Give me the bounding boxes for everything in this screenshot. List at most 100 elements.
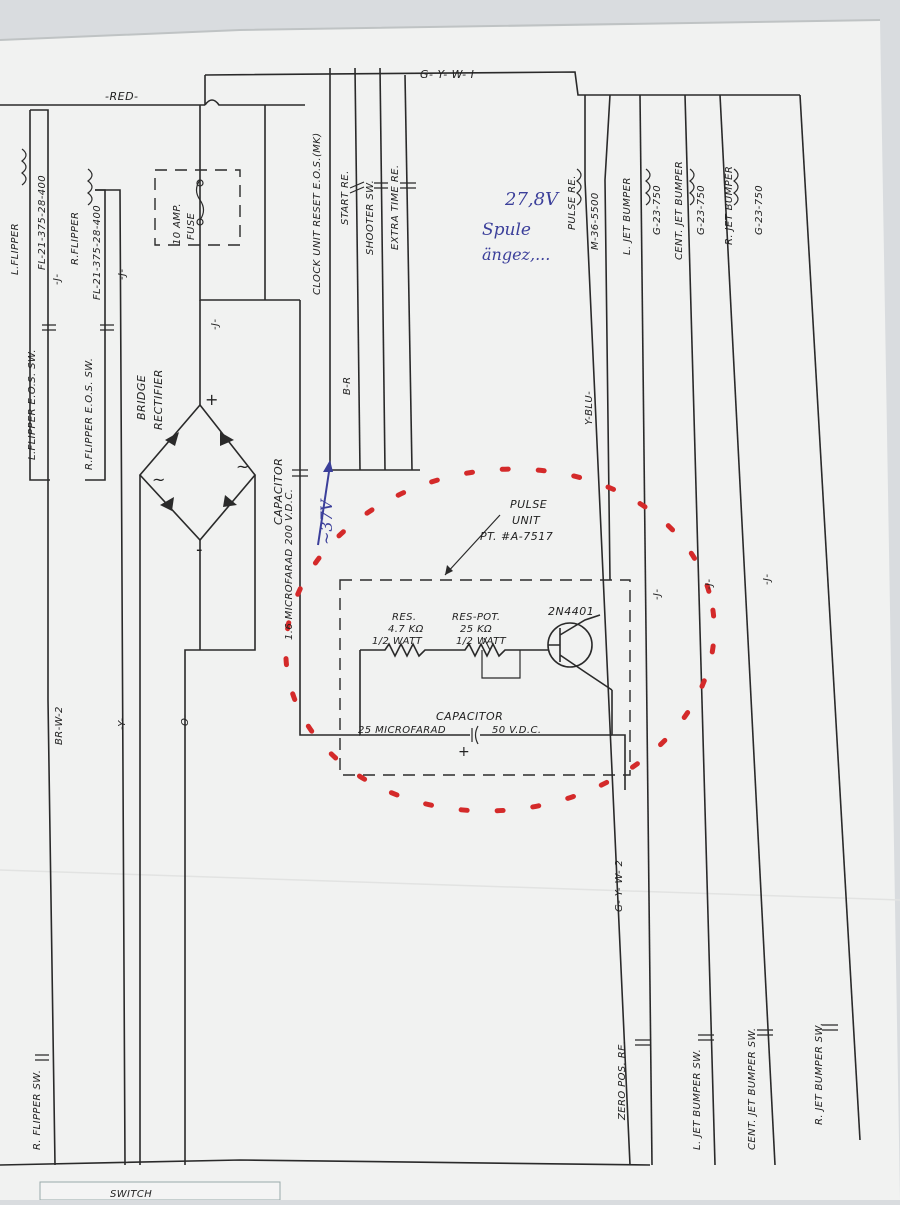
r-jet-sw-contact: [822, 1024, 838, 1031]
l-flipper-wire: [29, 110, 50, 481]
o-label: -O-: [180, 714, 191, 730]
r-flipper-sw-contact: [35, 1054, 49, 1061]
paper: [0, 20, 900, 1200]
pulse-unit-leader: [444, 514, 501, 576]
extra-time-contact: [400, 182, 416, 189]
zero-pos-label: ZERO POS. RE.: [617, 1041, 628, 1121]
j-label-6: -J-: [762, 574, 773, 585]
l-flipper-eos-contact: [42, 324, 56, 331]
arrow-voltage-note: ~37V: [317, 498, 336, 545]
l-jet-wire: [639, 94, 653, 1166]
m36-wire: [604, 94, 611, 581]
gyw1-bus-wire: [204, 71, 800, 96]
pulse-capacitor-label-1: CAPACITOR: [436, 710, 503, 723]
r-jet-sw-label: R. JET BUMPER SW.: [814, 1022, 825, 1125]
pot-wiper: [483, 637, 491, 651]
gyw1-bus-label: G- Y- W- I: [420, 68, 474, 81]
diode-4: [223, 495, 237, 507]
r-flipper-sw-label: R. FLIPPER SW.: [32, 1070, 43, 1150]
pot-label-1: RES-POT.: [452, 612, 500, 623]
j-label-2: -J-: [117, 269, 128, 280]
diode-2: [220, 432, 234, 446]
bridge-label-1: BRIDGE: [135, 375, 148, 420]
pulse-unit-label-1: PULSE: [510, 498, 547, 511]
red-bus-crossover: [204, 99, 305, 106]
pulse-capacitor-label-2: 25 MICROFARAD: [358, 725, 446, 736]
l-flipper-eos-label: L.FLIPPER E.O.S. SW.: [27, 349, 38, 460]
g23-label-2: G-23-750: [696, 185, 707, 235]
handwritten-arrow-head: [323, 460, 333, 472]
fuse-label-2: FUSE: [186, 212, 197, 240]
fuse-box: [154, 169, 241, 246]
gyw2-label: G- Y- W- 2: [614, 860, 625, 912]
bridge-ac-right-label: ~: [236, 457, 249, 476]
bridge-plus-label: +: [205, 390, 218, 409]
handwritten-arrow: [317, 464, 331, 546]
collector-wire: [611, 690, 626, 790]
resistor-label-1: RES.: [392, 612, 416, 623]
dc-feed-wire: [299, 300, 360, 736]
red-bus-label: -RED-: [105, 90, 139, 103]
pulse-re-label: PULSE RE.: [567, 175, 578, 230]
resistor-network: [360, 642, 548, 658]
cent-jet-label: CENT. JET BUMPER: [674, 161, 685, 260]
bridge-minus-label: -: [196, 539, 203, 560]
j-label-3: -J-: [210, 319, 221, 330]
l-flipper-label: L.FLIPPER: [10, 223, 21, 275]
handwritten-note-line2: ängez,...: [482, 245, 550, 264]
pot-label-2: 25 KΩ: [460, 624, 492, 635]
main-capacitor-symbol: [292, 469, 308, 477]
fuse-terminal-bottom: [196, 218, 204, 226]
voltage-note: 27,8V: [504, 189, 560, 210]
shooter-wire: [379, 67, 386, 471]
main-capacitor-label-2: 1.6 MICROFARAD 200 V.D.C.: [284, 489, 295, 640]
y-label: -Y-: [117, 718, 128, 730]
bridge-label-2: RECTIFIER: [152, 369, 165, 430]
main-capacitor-label-1: CAPACITOR: [272, 458, 285, 525]
fuse-symbol: [195, 179, 205, 221]
r-flipper-coil: [87, 168, 93, 206]
m36-label: M-36-5500: [590, 192, 601, 250]
start-re-wire: [354, 67, 361, 471]
resistor-label-3: 1/2 WATT: [372, 636, 423, 647]
resistor-label-2: 4.7 KΩ: [388, 624, 424, 635]
fl-left-label: FL-21-375-28-400: [37, 175, 48, 270]
r-flipper-eos-label: R.FLIPPER E.O.S. SW.: [84, 358, 95, 470]
g23-label-3: G-23-750: [754, 185, 765, 235]
brw2-wire: [30, 109, 56, 1166]
shooter-contact: [374, 182, 388, 189]
j-label-5: -J-: [704, 579, 715, 590]
bridge-ac-left-label: ~: [152, 470, 165, 489]
shooter-sw-label: SHOOTER SW.: [365, 180, 376, 255]
diode-1: [165, 432, 179, 446]
g23-label-1: G-23-750: [652, 185, 663, 235]
pulse-unit-box: [339, 579, 631, 776]
cent-jet-coil: [689, 168, 695, 206]
fuse-terminal-top: [196, 179, 204, 187]
paper-fold: [0, 869, 900, 901]
r-jet-wire: [719, 94, 776, 1166]
yblu-label: Y-BLU-: [584, 391, 595, 425]
pulse-capacitor-label-3: 50 V.D.C.: [492, 725, 541, 736]
right-edge-wire: [799, 94, 861, 1141]
r-jet-coil: [733, 168, 739, 206]
red-marker-circle: [283, 466, 717, 814]
l-jet-label: L. JET BUMPER: [622, 177, 633, 255]
diode-3: [160, 497, 174, 511]
brw2-label: BR-W-2: [54, 706, 65, 745]
ac-wire-right: [184, 475, 256, 1165]
cent-jet-wire: [684, 94, 716, 1166]
y-wire: [95, 189, 126, 1166]
pot-label-3: 1/2 WATT: [456, 636, 507, 647]
transistor-label: 2N4401: [548, 605, 594, 618]
j-label-4: -J-: [652, 589, 663, 600]
fuse-label-1: 10 AMP.: [172, 203, 183, 245]
handwritten-note-line1: Spule: [482, 220, 531, 240]
br-label: B-R: [342, 377, 353, 395]
pot-loop: [481, 650, 521, 679]
l-jet-sw-label: L. JET BUMPER SW.: [692, 1049, 703, 1150]
switch-footer-label: SWITCH: [110, 1189, 152, 1200]
pulse-capacitor-plus: +: [458, 744, 470, 760]
